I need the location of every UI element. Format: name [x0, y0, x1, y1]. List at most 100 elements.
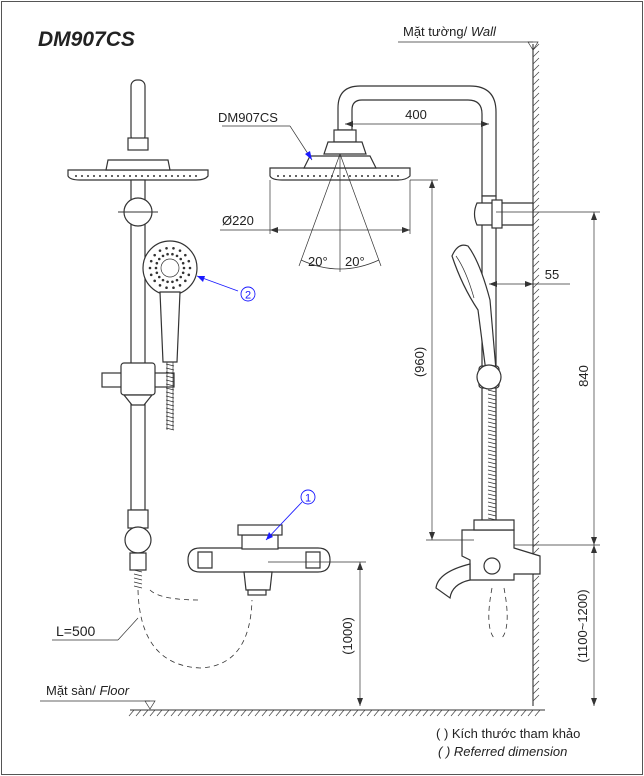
- nozzle-dot: [319, 175, 321, 177]
- floor-hatch-line: [219, 709, 226, 717]
- hand-nozzle-dot: [153, 253, 156, 257]
- hose-coil-line: [133, 585, 143, 589]
- nozzle-dot: [165, 175, 167, 177]
- wall-hatch-line: [532, 526, 540, 534]
- wall-hatch-line: [532, 148, 540, 156]
- hose-coil-line: [165, 371, 175, 375]
- floor-hatch-line: [275, 709, 282, 717]
- floor-hatch-line: [149, 709, 156, 717]
- wall-hatch-line: [532, 428, 540, 436]
- hand-nozzle-dot: [158, 284, 162, 287]
- wall-hatch-line: [532, 379, 540, 387]
- hose-coil-line: [165, 379, 175, 383]
- wall-hatch-line: [532, 323, 540, 331]
- floor-hatch-line: [261, 709, 268, 717]
- floor-hatch-line: [401, 709, 408, 717]
- nozzle-dot: [367, 175, 369, 177]
- floor-hatch-line: [303, 709, 310, 717]
- nozzle-dot: [93, 175, 95, 177]
- hose-coil-line: [165, 387, 175, 391]
- floor-hatch-line: [268, 709, 275, 717]
- hose-length-callout: L=500: [52, 617, 139, 641]
- floor-hatch-line: [478, 709, 485, 717]
- hose-coil-line: [165, 415, 175, 419]
- nozzle-dot: [343, 175, 345, 177]
- nozzle-dot: [337, 175, 339, 177]
- wall-hatch-line: [532, 64, 540, 72]
- hand-nozzle-dot: [178, 284, 182, 287]
- note-english: ( ) Referred dimension: [438, 744, 567, 759]
- dim-diameter: Ø220: [220, 180, 411, 234]
- floor-hatch-line: [373, 709, 380, 717]
- rain-shower-head-front: [67, 169, 209, 181]
- hand-nozzle-dot: [157, 257, 161, 261]
- floor-hatch-line: [534, 709, 541, 717]
- wall-hatch-line: [532, 78, 540, 86]
- wall-hatch-line: [532, 680, 540, 688]
- hand-nozzle-dot: [153, 279, 156, 283]
- wall-hatch-line: [532, 505, 540, 513]
- wall-hatch-line: [532, 386, 540, 394]
- floor-hatch-line: [366, 709, 373, 717]
- wall-hatch-line: [532, 596, 540, 604]
- hose-coil-line: [487, 457, 497, 461]
- hose-coil-line: [165, 411, 175, 415]
- nozzle-dot: [189, 175, 191, 177]
- floor-hatch-line: [429, 709, 436, 717]
- hose-coil-line: [487, 485, 497, 489]
- floor-marker-icon: [144, 700, 156, 710]
- hose-coil-line: [165, 383, 175, 387]
- floor-hatch-line: [191, 709, 198, 717]
- floor-hatch-line: [170, 709, 177, 717]
- hand-nozzle-dot: [165, 286, 168, 289]
- floor-hatch-line: [128, 709, 135, 717]
- nozzle-dot: [355, 175, 357, 177]
- hose-coil-line: [487, 489, 497, 493]
- wall-hatch-line: [532, 610, 540, 618]
- wall-hatch-line: [532, 71, 540, 79]
- wall-hatch-line: [532, 218, 540, 226]
- wall-hatch-line: [532, 372, 540, 380]
- hand-nozzle-dot: [175, 278, 179, 282]
- nozzle-dot: [147, 175, 149, 177]
- nozzle-dot: [313, 175, 315, 177]
- wall-hatch-line: [532, 421, 540, 429]
- hose-coil-line: [487, 513, 497, 517]
- nozzle-dot: [129, 175, 131, 177]
- wall-hatch-line: [532, 484, 540, 492]
- wall-hatch-line: [532, 239, 540, 247]
- wall-hatch-line: [532, 407, 540, 415]
- wall-hatch-line: [532, 92, 540, 100]
- dim-1000-label: (1000): [340, 617, 355, 655]
- wall-hatch-line: [532, 624, 540, 632]
- angle-right-label: 20°: [345, 254, 365, 269]
- hose-coil-line: [487, 493, 497, 497]
- dim-840-label: 840: [576, 365, 591, 387]
- wall-hatch-line: [532, 365, 540, 373]
- floor-hatch-line: [408, 709, 415, 717]
- wall-hatch-line: [532, 57, 540, 65]
- wall-hatch-line: [532, 456, 540, 464]
- model-callout-label: DM907CS: [218, 110, 278, 125]
- dim-960: (960): [410, 179, 474, 541]
- nozzle-dot: [385, 175, 387, 177]
- nozzle-dot: [277, 175, 279, 177]
- hand-nozzle-dot: [166, 252, 169, 256]
- hose-coil-line: [165, 363, 175, 367]
- hand-nozzle-dot: [158, 249, 162, 252]
- nozzle-dot: [183, 175, 185, 177]
- wall-surface: [532, 43, 540, 706]
- wall-hatch-line: [532, 393, 540, 401]
- floor-hatch-line: [226, 709, 233, 717]
- wall-hatch-line: [532, 470, 540, 478]
- nozzle-dot: [99, 175, 101, 177]
- hose-coil-line: [487, 473, 497, 477]
- wall-hatch-line: [532, 316, 540, 324]
- floor-hatch-line: [331, 709, 338, 717]
- wall-hatch-line: [532, 603, 540, 611]
- angle-left-label: 20°: [308, 254, 328, 269]
- floor-hatch-line: [422, 709, 429, 717]
- floor-hatch-line: [394, 709, 401, 717]
- wall-hatch-line: [532, 631, 540, 639]
